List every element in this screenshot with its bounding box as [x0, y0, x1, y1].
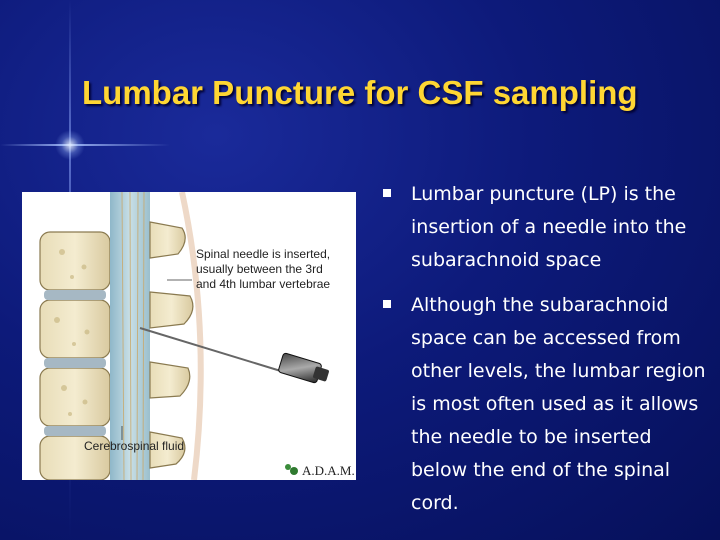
- square-bullet-icon: [383, 189, 391, 197]
- bullet-text: Although the subarachnoid space can be a…: [411, 294, 706, 514]
- bullet-list: Lumbar puncture (LP) is the insertion of…: [383, 178, 713, 532]
- callout-line-3: and 4th lumbar vertebrae: [196, 277, 330, 291]
- square-bullet-icon: [383, 300, 391, 308]
- adam-logo: A.D.A.M.: [285, 463, 355, 478]
- bullet-item: Although the subarachnoid space can be a…: [383, 289, 713, 520]
- logo-text: A.D.A.M.: [302, 463, 355, 478]
- callout-csf: Cerebrospinal fluid: [84, 439, 184, 453]
- callout-line-1: Spinal needle is inserted,: [196, 247, 330, 261]
- vertebral-bodies: [39, 231, 111, 480]
- callout-line-2: usually between the 3rd: [196, 262, 323, 276]
- spine-diagram: Spinal needle is inserted, usually betwe…: [39, 192, 355, 480]
- spinal-needle: [139, 327, 329, 384]
- nerve-roots: [121, 192, 145, 480]
- bullet-text: Lumbar puncture (LP) is the insertion of…: [411, 183, 687, 271]
- slide-title: Lumbar Puncture for CSF sampling: [82, 74, 638, 111]
- decorative-star-horizontal: [0, 144, 170, 146]
- spinous-processes: [149, 221, 194, 469]
- bullet-item: Lumbar puncture (LP) is the insertion of…: [383, 178, 713, 277]
- decorative-star-glow: [55, 130, 85, 160]
- lumbar-puncture-illustration: Spinal needle is inserted, usually betwe…: [22, 192, 356, 480]
